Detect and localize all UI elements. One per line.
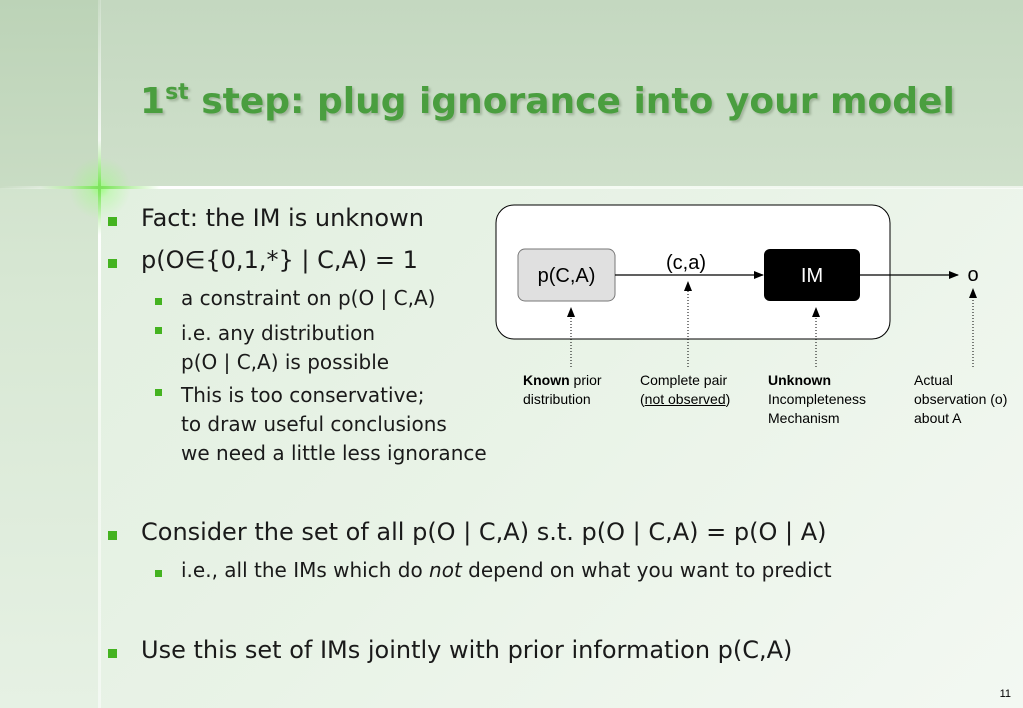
bullet-square-icon	[155, 570, 162, 577]
bullet-text: p(O∈{0,1,*} | C,A) = 1	[141, 246, 418, 274]
pair-label: (c,a)	[666, 252, 706, 274]
im-box-label: IM	[801, 265, 823, 287]
bullet-square-icon	[155, 327, 162, 334]
caption-bold: Unknown	[768, 372, 831, 388]
caption-line: Complete pair	[640, 372, 728, 388]
subbullet-any-distribution: i.e. any distribution p(O | C,A) is poss…	[155, 319, 390, 377]
caption-line: Incompleteness	[768, 391, 867, 407]
caption-line: Unknown	[768, 371, 866, 390]
glow-vertical	[98, 140, 101, 235]
bullet-text: Fact: the IM is unknown	[141, 204, 424, 232]
title-superscript: st	[165, 80, 189, 105]
bullet-square-icon	[108, 217, 117, 226]
bullet-fact: Fact: the IM is unknown	[108, 204, 424, 232]
caption-line: Known prior	[523, 371, 602, 390]
title-text: step: plug ignorance into your model	[188, 81, 955, 122]
slide-title: 1st step: plug ignorance into your model	[140, 80, 955, 122]
horizontal-divider	[0, 186, 1023, 189]
bullet-text: a constraint on p(O | C,A)	[181, 286, 436, 310]
diagram-container	[495, 204, 891, 340]
caption-known: Known prior distribution	[523, 371, 602, 409]
bullet-text-pre: i.e., all the IMs which do	[181, 558, 430, 582]
bullet-text-line: p(O | C,A) is possible	[181, 350, 390, 374]
subbullet-too-conservative: This is too conservative; to draw useful…	[155, 381, 487, 468]
title-band	[100, 0, 1023, 188]
bullet-square-icon	[108, 649, 117, 658]
bullet-text-line: i.e. any distribution	[181, 321, 376, 345]
caption-unknown: Unknown Incompleteness Mechanism	[768, 371, 866, 428]
caption-actual: Actual observation (o) about A	[914, 371, 1007, 428]
caption-underlined: not observed	[644, 391, 726, 407]
caption-line: (not observed)	[640, 390, 730, 409]
bullet-square-icon	[155, 298, 162, 305]
bullet-text-line: to draw useful conclusions	[181, 412, 447, 436]
caption-text: (	[640, 391, 645, 407]
bullet-use-set: Use this set of IMs jointly with prior i…	[108, 636, 793, 664]
bullet-text: Consider the set of all p(O | C,A) s.t. …	[141, 518, 827, 546]
caption-line: about A	[914, 410, 962, 426]
im-diagram: p(C,A) (c,a) IM o	[495, 204, 979, 367]
bullet-text-emphasis: not	[429, 558, 462, 582]
caption-line: observation (o)	[914, 391, 1008, 407]
subbullet-ims-independent: i.e., all the IMs which do not depend on…	[155, 558, 832, 582]
caption-text: prior	[569, 372, 602, 388]
caption-text: )	[725, 391, 731, 407]
bullet-square-icon	[155, 389, 162, 396]
caption-bold: Known	[523, 372, 570, 388]
bullet-consider-set: Consider the set of all p(O | C,A) s.t. …	[108, 518, 827, 546]
bullet-text-line: we need a little less ignorance	[181, 441, 487, 465]
title-number: 1	[140, 81, 166, 122]
bullet-text-post: depend on what you want to predict	[461, 558, 832, 582]
bullet-probability: p(O∈{0,1,*} | C,A) = 1	[108, 246, 418, 274]
caption-line: Mechanism	[768, 410, 840, 426]
bullet-square-icon	[108, 531, 117, 540]
im-box	[764, 249, 860, 301]
caption-line: distribution	[523, 391, 591, 407]
bullet-square-icon	[108, 259, 117, 268]
caption-line: Actual	[914, 372, 953, 388]
subbullet-constraint: a constraint on p(O | C,A)	[155, 286, 436, 310]
bullet-text-line: This is too conservative;	[181, 383, 425, 407]
bullet-text: Use this set of IMs jointly with prior i…	[141, 636, 793, 664]
vertical-divider	[98, 0, 101, 708]
prior-box-label: p(C,A)	[538, 265, 596, 287]
output-label: o	[967, 264, 978, 286]
page-number: 11	[999, 688, 1011, 700]
caption-complete-pair: Complete pair (not observed)	[640, 371, 730, 409]
